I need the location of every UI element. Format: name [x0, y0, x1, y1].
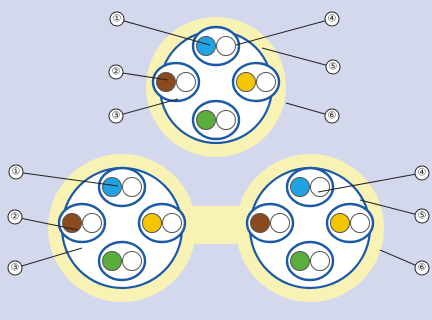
callout-1-bottom: ① [12, 167, 21, 178]
cable-double-bottom-right [236, 154, 384, 302]
callout-circle [108, 64, 124, 80]
colored-conductor [142, 213, 162, 233]
colored-conductor [62, 213, 82, 233]
callout-3-label: ③ [112, 111, 121, 122]
callout-circle [108, 108, 124, 124]
callout-2-label: ② [11, 212, 20, 223]
white-conductor [310, 251, 330, 271]
white-conductor [310, 177, 330, 197]
callout-circle [7, 209, 23, 225]
brown-pair [245, 202, 295, 244]
leader-line [115, 98, 179, 117]
colored-conductor [330, 213, 350, 233]
callout-1-label: ① [113, 14, 122, 25]
colored-conductor [196, 36, 216, 56]
colored-conductor [236, 72, 256, 92]
callout-circle [325, 59, 341, 75]
white-conductor [176, 72, 196, 92]
callout-2-label: ② [112, 67, 121, 78]
green-pair [191, 99, 241, 141]
callout-5-label: ⑤ [329, 62, 338, 73]
callout-circle [8, 164, 24, 180]
leader-line [379, 249, 423, 269]
colored-conductor [290, 251, 310, 271]
callout-3-label: ③ [11, 263, 20, 274]
blue-pair [97, 166, 147, 208]
callout-4-bottom: ④ [418, 168, 427, 179]
callout-2-bottom: ② [11, 212, 20, 223]
leader-line [285, 102, 333, 117]
colored-conductor [102, 177, 122, 197]
white-conductor [122, 251, 142, 271]
leader-line [235, 18, 333, 46]
callout-5-top: ⑤ [329, 62, 338, 73]
leader-line [115, 71, 169, 81]
colored-conductor [156, 72, 176, 92]
callout-2-top: ② [112, 67, 121, 78]
white-conductor [350, 213, 370, 233]
callout-circle [414, 208, 430, 224]
blue-pair [191, 25, 241, 67]
callout-4-top: ④ [328, 14, 337, 25]
brown-pair [57, 202, 107, 244]
callout-6-label: ⑥ [328, 111, 337, 122]
callout-6-top: ⑥ [328, 111, 337, 122]
colored-conductor [290, 177, 310, 197]
callout-3-bottom: ③ [11, 263, 20, 274]
colored-conductor [250, 213, 270, 233]
leader-line [116, 18, 211, 46]
callout-circle [414, 165, 430, 181]
callout-circle [324, 108, 340, 124]
orange-pair [325, 202, 375, 244]
white-conductor [162, 213, 182, 233]
callout-5-bottom: ⑤ [418, 211, 427, 222]
green-pair [285, 240, 335, 282]
white-conductor [256, 72, 276, 92]
green-pair [97, 240, 147, 282]
leader-line [317, 172, 423, 193]
callout-circle [414, 260, 430, 276]
callout-circle [109, 11, 125, 27]
callout-circle [324, 11, 340, 27]
white-conductor [216, 36, 236, 56]
callout-1-label: ① [12, 167, 21, 178]
callout-6-label: ⑥ [418, 263, 427, 274]
brown-pair [151, 61, 201, 103]
colored-conductor [196, 110, 216, 130]
callout-3-top: ③ [112, 111, 121, 122]
white-conductor [270, 213, 290, 233]
callout-4-label: ④ [418, 168, 427, 179]
leader-line [14, 247, 83, 269]
leader-line [359, 199, 423, 217]
callout-1-top: ① [113, 14, 122, 25]
white-conductor [82, 213, 102, 233]
cable-single-top [146, 17, 286, 157]
white-conductor [122, 177, 142, 197]
cable-double-bottom-left [48, 154, 196, 302]
callout-5-label: ⑤ [418, 211, 427, 222]
orange-pair [231, 61, 281, 103]
blue-pair [285, 166, 335, 208]
leader-line [261, 47, 334, 68]
leader-line [15, 171, 119, 187]
callout-circle [7, 260, 23, 276]
leader-line [14, 216, 79, 231]
white-conductor [216, 110, 236, 130]
colored-conductor [102, 251, 122, 271]
orange-pair [137, 202, 187, 244]
callout-6-bottom: ⑥ [418, 263, 427, 274]
callout-4-label: ④ [328, 14, 337, 25]
